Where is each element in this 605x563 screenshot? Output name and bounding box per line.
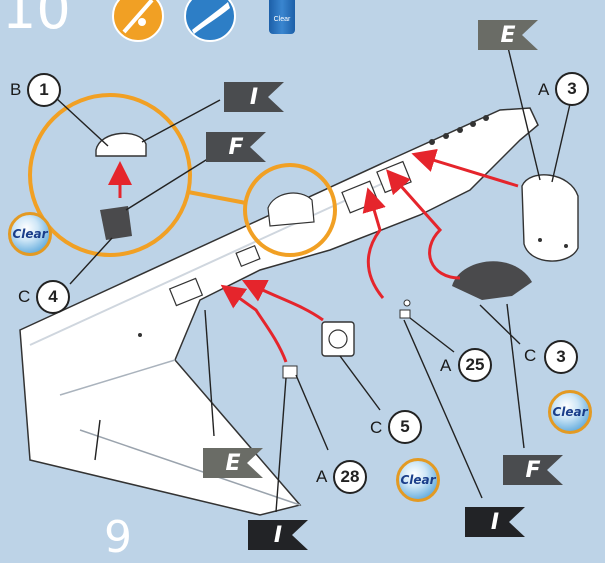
flag-label: F	[503, 455, 563, 485]
callout-letter: A	[440, 356, 451, 376]
callout-letter: C	[524, 346, 536, 366]
flag-label: E	[203, 448, 263, 478]
flag-label: I	[248, 520, 308, 550]
badge-label: Clear	[12, 227, 47, 241]
flag-text: I	[274, 523, 282, 548]
flag-text: I	[491, 510, 499, 535]
callout-number: 3	[544, 340, 578, 374]
callout-number: 28	[333, 460, 367, 494]
callout-number: 25	[458, 348, 492, 382]
badge-label: Clear	[552, 405, 587, 419]
model-part-number: 9	[104, 512, 132, 563]
callout-letter: A	[316, 467, 327, 487]
flag-text: I	[250, 85, 258, 110]
flag-label: I	[465, 507, 525, 537]
callout-number: 5	[388, 410, 422, 444]
flag-text: E	[500, 23, 515, 48]
callout-letter: B	[10, 80, 21, 100]
callout-letter: C	[18, 287, 30, 307]
part-1	[96, 133, 146, 156]
flag-label: F	[206, 132, 266, 162]
flag-text: E	[225, 451, 240, 476]
flag-label: E	[478, 20, 538, 50]
part-5	[322, 322, 354, 356]
part-3c	[452, 261, 532, 300]
clear-paint-badge: Clear	[396, 458, 440, 502]
flag-text: F	[525, 458, 540, 483]
callout-letter: C	[370, 418, 382, 438]
clear-paint-badge: Clear	[548, 390, 592, 434]
callout-letter: A	[538, 80, 549, 100]
flag-label: I	[224, 82, 284, 112]
callout-number: 3	[555, 72, 589, 106]
callout-number: 4	[36, 280, 70, 314]
part-3a	[522, 175, 578, 261]
flag-text: F	[228, 135, 243, 160]
part-28	[283, 366, 297, 378]
clear-paint-badge: Clear	[8, 212, 52, 256]
part-4	[100, 206, 132, 240]
badge-label: Clear	[400, 473, 435, 487]
callout-number: 1	[27, 73, 61, 107]
part-25	[404, 300, 410, 306]
